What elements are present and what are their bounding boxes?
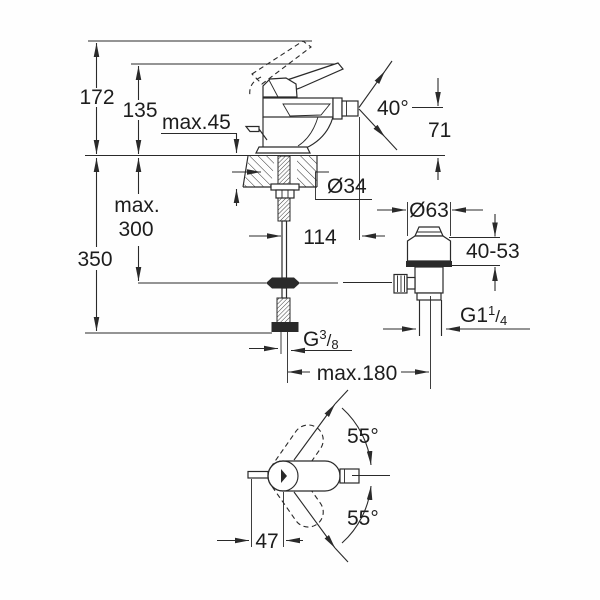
dim-label-55-lower: 55° xyxy=(347,507,379,530)
faucet-body-inner-curve xyxy=(297,116,319,147)
angle-arc-55-upper xyxy=(341,407,373,466)
deck-hatch-right xyxy=(297,156,317,187)
waste-valve: Ø63 40-53 G11/4 xyxy=(377,199,530,389)
dim-label-300: 300 xyxy=(118,218,153,241)
angle-leg-40-lower xyxy=(358,108,386,138)
dim-label-135: 135 xyxy=(122,99,157,122)
side-view: 172 135 350 max. 300 max.45 71 40° Ø34 xyxy=(77,40,530,389)
aerator-flange xyxy=(332,97,343,120)
faucet-base xyxy=(255,146,311,154)
valve-collar xyxy=(416,292,442,301)
angle-leg-40-upper xyxy=(358,70,386,108)
valve-cap xyxy=(414,226,444,237)
spout-inner-contour xyxy=(282,103,331,117)
dim-label-g114: G11/4 xyxy=(460,303,507,328)
hose-coupling xyxy=(266,277,300,289)
dim-label-172: 172 xyxy=(79,86,114,109)
dim-label-114: 114 xyxy=(303,226,337,249)
hose-end-nut xyxy=(271,322,299,332)
dim-label-55-upper: 55° xyxy=(347,425,379,448)
dim-label-47: 47 xyxy=(255,530,278,553)
supply-hose-upper xyxy=(281,220,288,279)
dim-label-g38: G3/8 xyxy=(303,327,339,352)
aerator-topview xyxy=(339,468,360,484)
dim-label-350: 350 xyxy=(77,248,112,271)
valve-flange xyxy=(406,235,452,262)
valve-side-port xyxy=(406,276,416,290)
dim-label-o34: Ø34 xyxy=(327,175,367,198)
faucet-body-top xyxy=(262,97,334,118)
lever-knob-facet xyxy=(268,79,279,98)
lever-raised-dashed-outline xyxy=(251,40,312,85)
deck-left-edge xyxy=(242,155,249,188)
mounting-washer xyxy=(270,183,300,191)
angle-leg-55-lower-ext xyxy=(334,547,349,563)
angle-leg-40-lower-ext xyxy=(384,136,398,151)
valve-body xyxy=(414,266,444,294)
handle-pivot-circle xyxy=(267,460,299,492)
popup-hand-lever xyxy=(244,125,260,133)
dim-label-max: max. xyxy=(114,194,160,217)
popup-rod-tab-topview xyxy=(247,470,269,479)
dim-label-4053: 40-53 xyxy=(466,240,520,263)
popup-hand-lever-arm xyxy=(258,128,268,141)
angle-leg-55-lower xyxy=(293,491,336,549)
supply-hose-lower xyxy=(281,287,288,299)
handle-index-mark xyxy=(281,469,287,483)
lever-raised-dashed-arc xyxy=(249,76,262,97)
handle-topview-body xyxy=(267,460,341,492)
angle-leg-40-upper-ext xyxy=(384,60,393,72)
dim-label-max180: max.180 xyxy=(317,362,398,385)
valve-rod-knob xyxy=(393,273,408,294)
dim-label-40deg: 40° xyxy=(377,97,409,120)
aerator-tip xyxy=(341,100,359,117)
faucet-body-right-curve xyxy=(305,116,334,149)
mounting-nut xyxy=(275,189,295,199)
angle-arc-55-lower xyxy=(341,485,373,544)
angle-leg-55-upper-ext xyxy=(334,389,349,405)
valve-oring xyxy=(406,261,452,267)
dim-label-o63: Ø63 xyxy=(409,199,449,222)
angle-leg-55-upper xyxy=(293,403,336,461)
lever-knob xyxy=(262,77,298,98)
top-view: 55° 55° 47 xyxy=(217,389,390,563)
dim-label-max45: max.45 xyxy=(162,111,231,134)
deck-hatch-left xyxy=(244,156,275,187)
dim-label-71: 71 xyxy=(428,119,451,142)
hose-thread-end xyxy=(276,297,291,324)
